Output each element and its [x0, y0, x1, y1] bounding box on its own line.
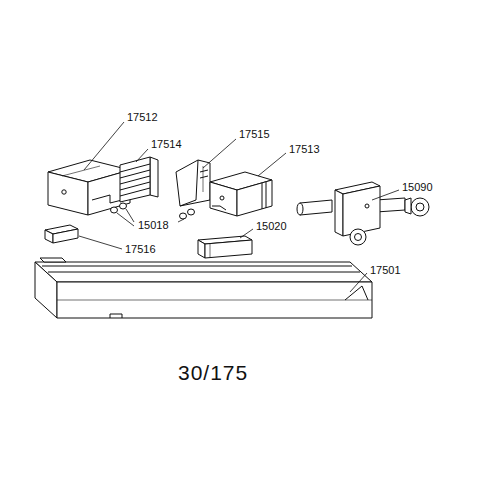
callout-number: 17516 [124, 243, 157, 255]
callout-number: 17501 [369, 264, 402, 276]
callout-number: 17515 [238, 128, 271, 140]
jaw-plate-part [120, 157, 158, 202]
callout-number: 17512 [126, 111, 159, 123]
jaw-part [176, 160, 210, 206]
model-caption: 30/175 [178, 361, 248, 385]
callout-number: 15090 [401, 181, 434, 193]
callout-number: 17514 [150, 138, 183, 150]
leader-lines [79, 122, 399, 292]
callout-number: 17513 [288, 143, 321, 155]
key-part [45, 225, 78, 243]
callout-number: 15020 [255, 220, 288, 232]
clamp-block-part [210, 172, 272, 216]
slide-block-part [198, 236, 252, 258]
clamp-block-part [48, 160, 130, 215]
callout-number: 15018 [137, 219, 170, 231]
rail-part [35, 258, 372, 318]
